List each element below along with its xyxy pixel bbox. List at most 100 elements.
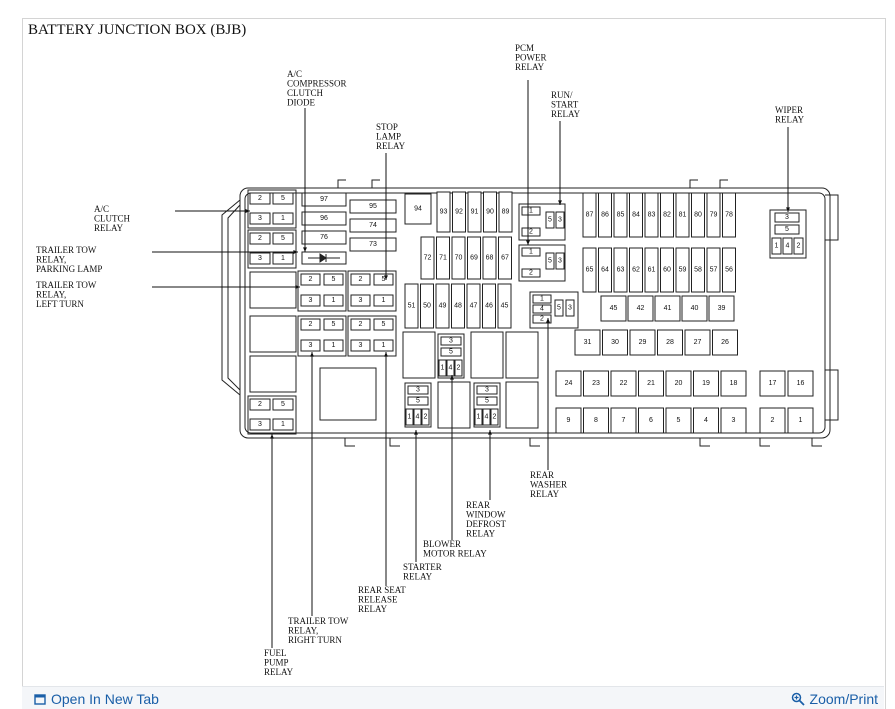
right-tab-bottom bbox=[825, 369, 839, 421]
blank-block-a bbox=[402, 331, 436, 379]
rear-window-relay-pin-1-label: 1 bbox=[477, 414, 481, 421]
blower-motor-relay-pin-5 bbox=[440, 347, 462, 357]
leader-rear-seat-head bbox=[384, 352, 388, 357]
fuse-84-label: 84 bbox=[632, 212, 640, 219]
blower-motor-relay-pin-2 bbox=[454, 359, 463, 377]
fuse-39-b-label: 39 bbox=[718, 305, 726, 312]
fuse-97-label: 97 bbox=[320, 196, 328, 203]
trailer-left-relay-pin-5 bbox=[323, 273, 344, 286]
trailer-left-relay-pin-2 bbox=[300, 273, 321, 286]
fuse-65 bbox=[582, 247, 597, 293]
wiper-pin-3-label: 3 bbox=[785, 214, 789, 221]
fuse-20-b bbox=[665, 370, 692, 397]
fuse-4 bbox=[693, 407, 719, 434]
wiper-pin-4 bbox=[782, 237, 793, 255]
leader-left-turn-head bbox=[295, 285, 300, 289]
rear-seat-relay-pin-2 bbox=[350, 318, 371, 331]
fuse-51-label: 51 bbox=[408, 303, 416, 310]
fuse-48-label: 48 bbox=[454, 303, 462, 310]
fuse-68 bbox=[482, 236, 497, 280]
fuse-42-b bbox=[627, 295, 654, 322]
open-in-new-tab-link[interactable]: Open In New Tab bbox=[34, 691, 159, 707]
blank-block-b bbox=[470, 331, 504, 379]
parking-relay-pin-2-label: 2 bbox=[258, 235, 262, 242]
fuse-45-b bbox=[600, 295, 627, 322]
run-start-relay-pin-5 bbox=[545, 252, 555, 270]
run-start-relay-pin-1 bbox=[521, 247, 541, 257]
fuse-49-label: 49 bbox=[439, 303, 447, 310]
blower-motor-relay-pin-4 bbox=[446, 359, 455, 377]
pcm-power-relay-pin-2 bbox=[521, 227, 541, 237]
fuse-78-label: 78 bbox=[725, 212, 733, 219]
fuse-92-label: 92 bbox=[455, 209, 463, 216]
fuse-82 bbox=[660, 192, 674, 238]
parking-relay-pin-5 bbox=[272, 232, 294, 245]
fuse-97 bbox=[301, 192, 347, 207]
fuse-2-b bbox=[759, 407, 786, 434]
rear-window-relay-pin-5 bbox=[476, 396, 498, 406]
left-block-1 bbox=[249, 271, 297, 309]
fuse-92 bbox=[452, 191, 466, 233]
fuse-23-b-label: 23 bbox=[592, 380, 600, 387]
pcm-power-relay-pin-1 bbox=[521, 206, 541, 216]
run-start-relay-pin-5-label: 5 bbox=[548, 258, 552, 265]
fuse-28-label: 28 bbox=[666, 339, 674, 346]
fuse-70 bbox=[451, 236, 466, 280]
left-bracket-inner bbox=[227, 204, 241, 391]
trailer-right-relay-pin-1 bbox=[323, 339, 344, 352]
fuse-8 bbox=[583, 407, 609, 434]
fuel-pump-pin-2 bbox=[249, 398, 271, 411]
rear-washer-pin-2-label: 2 bbox=[540, 316, 544, 323]
pcm-power-relay-pin-1-label: 1 bbox=[529, 208, 533, 215]
fuse-27-label: 27 bbox=[694, 339, 702, 346]
fuse-28 bbox=[657, 329, 683, 356]
stop-lamp-relay-pin-2 bbox=[350, 273, 371, 286]
leader-ac-compressor-head bbox=[303, 247, 307, 252]
fuse-18-b-label: 18 bbox=[730, 380, 738, 387]
fuse-41-b bbox=[654, 295, 681, 322]
wiper-pin-2-label: 2 bbox=[797, 243, 801, 250]
blower-motor-relay-pin-5-label: 5 bbox=[449, 349, 453, 356]
fuel-pump-pin-3 bbox=[249, 418, 271, 431]
blower-motor-relay-pin-1-label: 1 bbox=[441, 365, 445, 372]
blank-block-c bbox=[505, 331, 539, 379]
fuse-74 bbox=[349, 218, 397, 233]
run-start-relay-pin-2-label: 2 bbox=[529, 270, 533, 277]
fuse-5-label: 5 bbox=[677, 417, 681, 424]
fuse-26-label: 26 bbox=[721, 339, 729, 346]
fuse-17-b bbox=[759, 370, 786, 397]
run-start-relay-pin-1-label: 1 bbox=[529, 249, 533, 256]
ac-clutch-relay bbox=[247, 189, 297, 229]
fuse-95 bbox=[349, 199, 397, 214]
rear-washer-pin-4 bbox=[532, 304, 552, 314]
fuse-50-label: 50 bbox=[423, 303, 431, 310]
bottom-clip bbox=[759, 438, 770, 447]
fuel-pump-pin-5-label: 5 bbox=[281, 401, 285, 408]
starter-relay-pin-4-label: 4 bbox=[416, 414, 420, 421]
leader-stop-lamp-head bbox=[384, 275, 388, 280]
rear-seat-relay-pin-2-label: 2 bbox=[359, 321, 363, 328]
fuse-63 bbox=[613, 247, 628, 293]
diode-symbol bbox=[308, 253, 340, 263]
rear-seat-relay-pin-1-label: 1 bbox=[382, 342, 386, 349]
pcm-power-relay-pin-5 bbox=[545, 211, 555, 229]
fuse-3-label: 3 bbox=[732, 417, 736, 424]
stop-lamp-relay-pin-3-label: 3 bbox=[359, 297, 363, 304]
zoom-print-link[interactable]: Zoom/Print bbox=[791, 691, 878, 707]
fuse-60 bbox=[660, 247, 674, 293]
fuse-47-label: 47 bbox=[470, 303, 478, 310]
fuse-45-label: 45 bbox=[501, 303, 509, 310]
fuse-20-b-label: 20 bbox=[675, 380, 683, 387]
fuse-91-label: 91 bbox=[471, 209, 479, 216]
leader-run-start-head bbox=[558, 200, 562, 205]
fuse-31-label: 31 bbox=[584, 339, 592, 346]
fuse-83 bbox=[644, 192, 659, 238]
rear-washer-pin-1 bbox=[532, 294, 552, 304]
wiper-pin-4-label: 4 bbox=[786, 243, 790, 250]
fuse-59 bbox=[675, 247, 690, 293]
fuse-30 bbox=[602, 329, 628, 356]
